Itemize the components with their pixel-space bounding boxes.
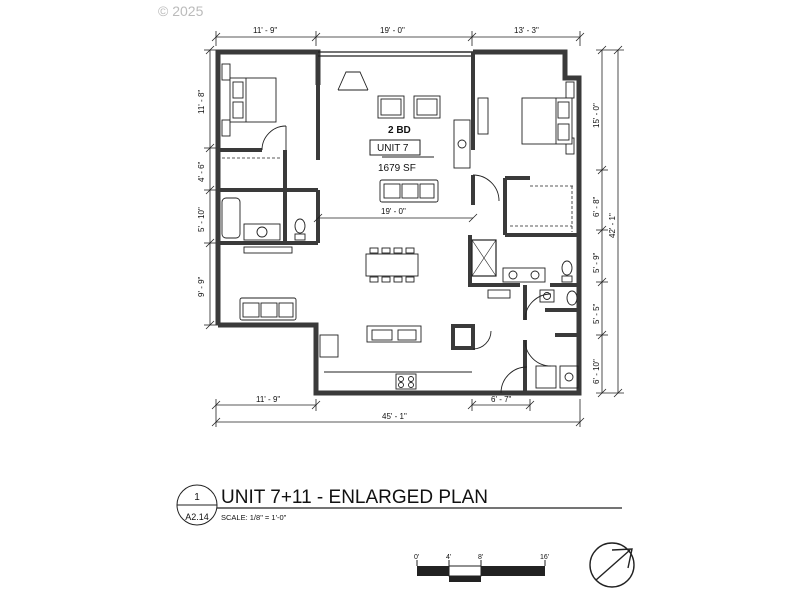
window-glazing <box>318 51 473 57</box>
dim-left-bedroom1: 11' - 8" <box>197 90 206 114</box>
drawing-scale: SCALE: 1/8" = 1'-0" <box>221 513 287 522</box>
unit-bedrooms: 2 BD <box>388 125 411 136</box>
bathroom2-fixtures <box>487 260 578 306</box>
dim-top-bedroom1: 11' - 9" <box>253 26 277 35</box>
dimension-top <box>211 31 585 46</box>
dim-right-closet: 6' - 8" <box>592 196 601 217</box>
interior-walls <box>218 52 579 393</box>
bedroom1-furniture <box>221 63 277 137</box>
unit-area: 1679 SF <box>378 163 416 174</box>
unit-name-box <box>369 139 421 156</box>
scale-bar: 0' 4' 8' 16' <box>414 554 549 582</box>
sheet-number: A2.14 <box>185 512 209 522</box>
detail-number: 1 <box>194 492 200 503</box>
dim-right-bath: 5' - 9" <box>592 252 601 273</box>
scale-label-0: 0' <box>414 554 419 561</box>
title-block: 1 A2.14 UNIT 7+11 - ENLARGED PLAN SCALE:… <box>176 484 622 526</box>
dim-top-bedroom2: 13' - 3" <box>514 26 539 35</box>
dimension-bottom <box>211 399 585 427</box>
dim-bottom-total: 45' - 1" <box>382 412 407 421</box>
dim-left-closet: 4' - 6" <box>197 161 206 182</box>
bedroom2-furniture <box>477 81 575 155</box>
scale-label-4: 4' <box>446 554 451 561</box>
dim-left-den: 9' - 9" <box>197 276 206 297</box>
shower <box>471 239 497 277</box>
scale-label-8: 8' <box>478 554 483 561</box>
closet-shelving <box>222 157 574 232</box>
laundry <box>535 365 579 389</box>
dimension-living <box>313 213 478 223</box>
dim-living-width: 19' - 0" <box>381 207 406 216</box>
bathroom1-fixtures <box>221 197 306 241</box>
living-furniture <box>377 95 471 203</box>
dim-right-total: 42' - 1" <box>608 213 617 238</box>
den-furniture <box>239 246 297 321</box>
dining-table <box>365 247 419 283</box>
dim-bottom-entry: 6' - 7" <box>491 395 512 404</box>
dim-right-laundry: 6' - 10" <box>592 359 601 384</box>
dim-left-bath: 5' - 10" <box>197 207 206 232</box>
entry-closet <box>451 324 475 350</box>
dim-right-powder: 5' - 5" <box>592 303 601 324</box>
dim-bottom-left: 11' - 9" <box>256 395 280 404</box>
north-arrow-icon <box>589 542 635 588</box>
kitchen-island <box>319 325 472 390</box>
scale-label-16: 16' <box>540 554 549 561</box>
door-swings <box>261 71 552 394</box>
unit-name: UNIT 7 <box>377 143 409 154</box>
dimension-right <box>596 45 624 398</box>
dim-top-living: 19' - 0" <box>380 26 405 35</box>
copyright-watermark: © 2025 <box>158 3 204 19</box>
drawing-title: UNIT 7+11 - ENLARGED PLAN <box>221 487 488 508</box>
dim-right-bedroom2: 15' - 0" <box>592 103 601 128</box>
